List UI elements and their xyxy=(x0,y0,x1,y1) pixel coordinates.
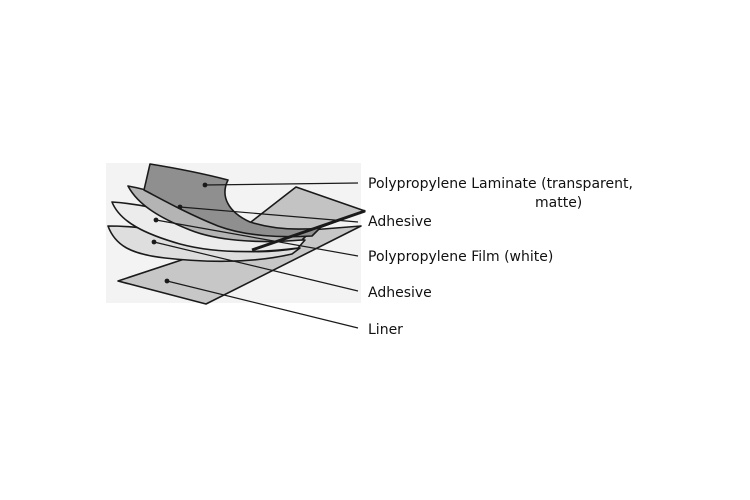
label-adhesive-top: Adhesive xyxy=(368,214,432,230)
leader-dot-adhesive-top xyxy=(177,204,183,210)
leader-line-liner xyxy=(166,280,359,329)
leader-dot-film xyxy=(153,217,159,223)
label-laminate: Polypropylene Laminate (transparent, xyxy=(368,176,633,192)
laminate-layer xyxy=(143,163,321,238)
leader-line-adhesive-top xyxy=(179,206,359,223)
leader-line-adhesive-bottom xyxy=(153,241,359,292)
label-adhesive-bottom: Adhesive xyxy=(368,285,432,301)
leader-line-film xyxy=(155,219,359,257)
label-film: Polypropylene Film (white) xyxy=(368,249,554,265)
leader-dot-adhesive-bottom xyxy=(151,239,157,245)
leader-dot-laminate xyxy=(202,182,208,188)
label-laminate-continued: matte) xyxy=(535,195,583,211)
leader-dot-liner xyxy=(164,278,170,284)
label-liner: Liner xyxy=(368,322,403,338)
leader-line-laminate xyxy=(204,182,359,186)
layer-edge xyxy=(251,209,366,252)
